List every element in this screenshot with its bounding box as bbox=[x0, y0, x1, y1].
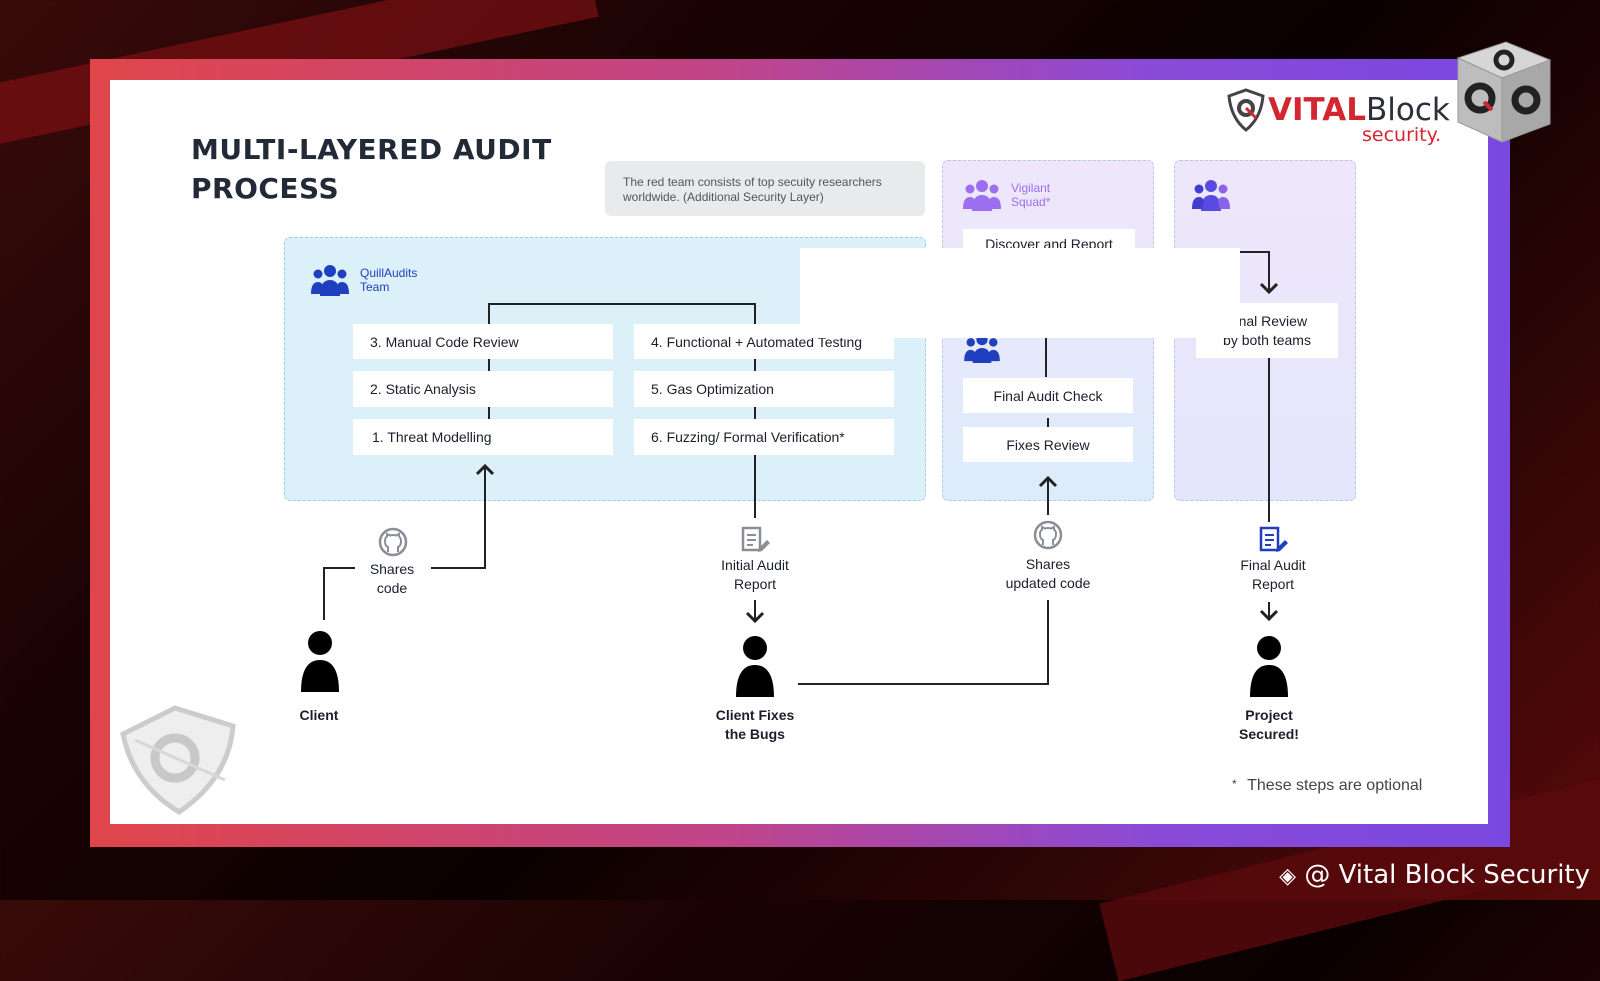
team-name-suffix: Team bbox=[360, 280, 390, 294]
label-line: code bbox=[376, 580, 408, 596]
person-icon bbox=[301, 631, 339, 692]
vital-block-watermark: ◈ @ Vital Block Security bbox=[1279, 860, 1590, 890]
person-icon bbox=[736, 636, 774, 697]
team-name: QuillAudits bbox=[360, 266, 418, 280]
title-line-2: PROCESS bbox=[191, 172, 340, 205]
label-line: Report bbox=[1251, 576, 1295, 592]
gear-cube-icon bbox=[1456, 41, 1552, 143]
team-name-suffix: Squad* bbox=[1011, 195, 1051, 209]
label-line: the Bugs bbox=[725, 726, 785, 742]
label-line: Shares bbox=[369, 561, 415, 577]
team-icon bbox=[963, 180, 1001, 211]
team-icon bbox=[1192, 180, 1230, 211]
label-line: Report bbox=[733, 576, 777, 592]
title-line-1: MULTI-LAYERED AUDIT bbox=[191, 133, 552, 166]
label-line: Project bbox=[1245, 707, 1293, 723]
page-title: MULTI-LAYERED AUDIT PROCESS bbox=[191, 130, 552, 208]
step-threat-modelling: 1. Threat Modelling bbox=[353, 419, 613, 455]
shield-watermark-icon bbox=[120, 705, 236, 815]
project-secured-label: Project Secured! bbox=[1219, 706, 1319, 744]
github-icon bbox=[1033, 520, 1063, 550]
step-gas-optimization: 5. Gas Optimization bbox=[634, 371, 894, 407]
step-static-analysis: 2. Static Analysis bbox=[353, 371, 613, 407]
logo-wordmark: VITALBlock bbox=[1268, 94, 1450, 126]
logo-shield-icon bbox=[1227, 88, 1265, 132]
quillaudits-team-label: QuillAudits Team bbox=[360, 266, 417, 294]
overlay-mask bbox=[800, 248, 1240, 338]
final-audit-report-label: Final Audit Report bbox=[1218, 556, 1328, 594]
connector-client-fixes bbox=[798, 600, 1049, 685]
team-icon bbox=[964, 333, 1000, 363]
red-team-note: The red team consists of top secuity res… bbox=[605, 161, 925, 216]
footnote-star: * bbox=[1232, 777, 1237, 791]
step-final-audit-check: Final Audit Check bbox=[963, 378, 1133, 413]
logo-block: Block bbox=[1366, 92, 1450, 128]
report-icon bbox=[741, 526, 770, 552]
connector-shares-code bbox=[431, 463, 495, 569]
logo-security: security. bbox=[1362, 124, 1442, 146]
logo-vital: VITAL bbox=[1268, 92, 1367, 128]
step-manual-code-review: 3. Manual Code Review bbox=[353, 324, 613, 359]
connector-top bbox=[488, 303, 756, 336]
client-fixes-label: Client Fixes the Bugs bbox=[695, 706, 815, 744]
watermark-text: @ Vital Block Security bbox=[1304, 860, 1590, 890]
label-line: Secured! bbox=[1239, 726, 1299, 742]
step-fixes-review: Fixes Review bbox=[963, 427, 1133, 462]
client-label: Client bbox=[299, 707, 339, 723]
vigilant-squad-label: Vigilant Squad* bbox=[1011, 181, 1050, 209]
person-icon bbox=[1250, 636, 1288, 697]
label-line: updated code bbox=[1005, 575, 1091, 591]
label-line: Initial Audit bbox=[721, 557, 789, 573]
label-line: Shares bbox=[1025, 556, 1071, 572]
connector-lines bbox=[323, 251, 1279, 685]
footnote-text: These steps are optional bbox=[1247, 777, 1423, 794]
label-line: Final Audit bbox=[1240, 557, 1306, 573]
binance-diamond-icon: ◈ bbox=[1279, 864, 1297, 889]
step-fuzzing-verification: 6. Fuzzing/ Formal Verification* bbox=[634, 419, 894, 455]
footnote: * These steps are optional bbox=[1232, 777, 1422, 795]
shares-updated-code-label: Shares updated code bbox=[988, 555, 1108, 593]
final-review-line-1: Final Review bbox=[1226, 312, 1308, 329]
team-name: Vigilant bbox=[1011, 181, 1051, 195]
connector-client bbox=[323, 567, 355, 620]
initial-audit-report-label: Initial Audit Report bbox=[700, 556, 810, 594]
team-icon bbox=[311, 265, 349, 296]
github-icon bbox=[378, 527, 408, 557]
final-review-line-2: by both teams bbox=[1223, 331, 1311, 348]
label-line: Client Fixes bbox=[715, 707, 795, 723]
report-icon bbox=[1259, 526, 1288, 552]
shares-code-label: Shares code bbox=[352, 560, 432, 598]
